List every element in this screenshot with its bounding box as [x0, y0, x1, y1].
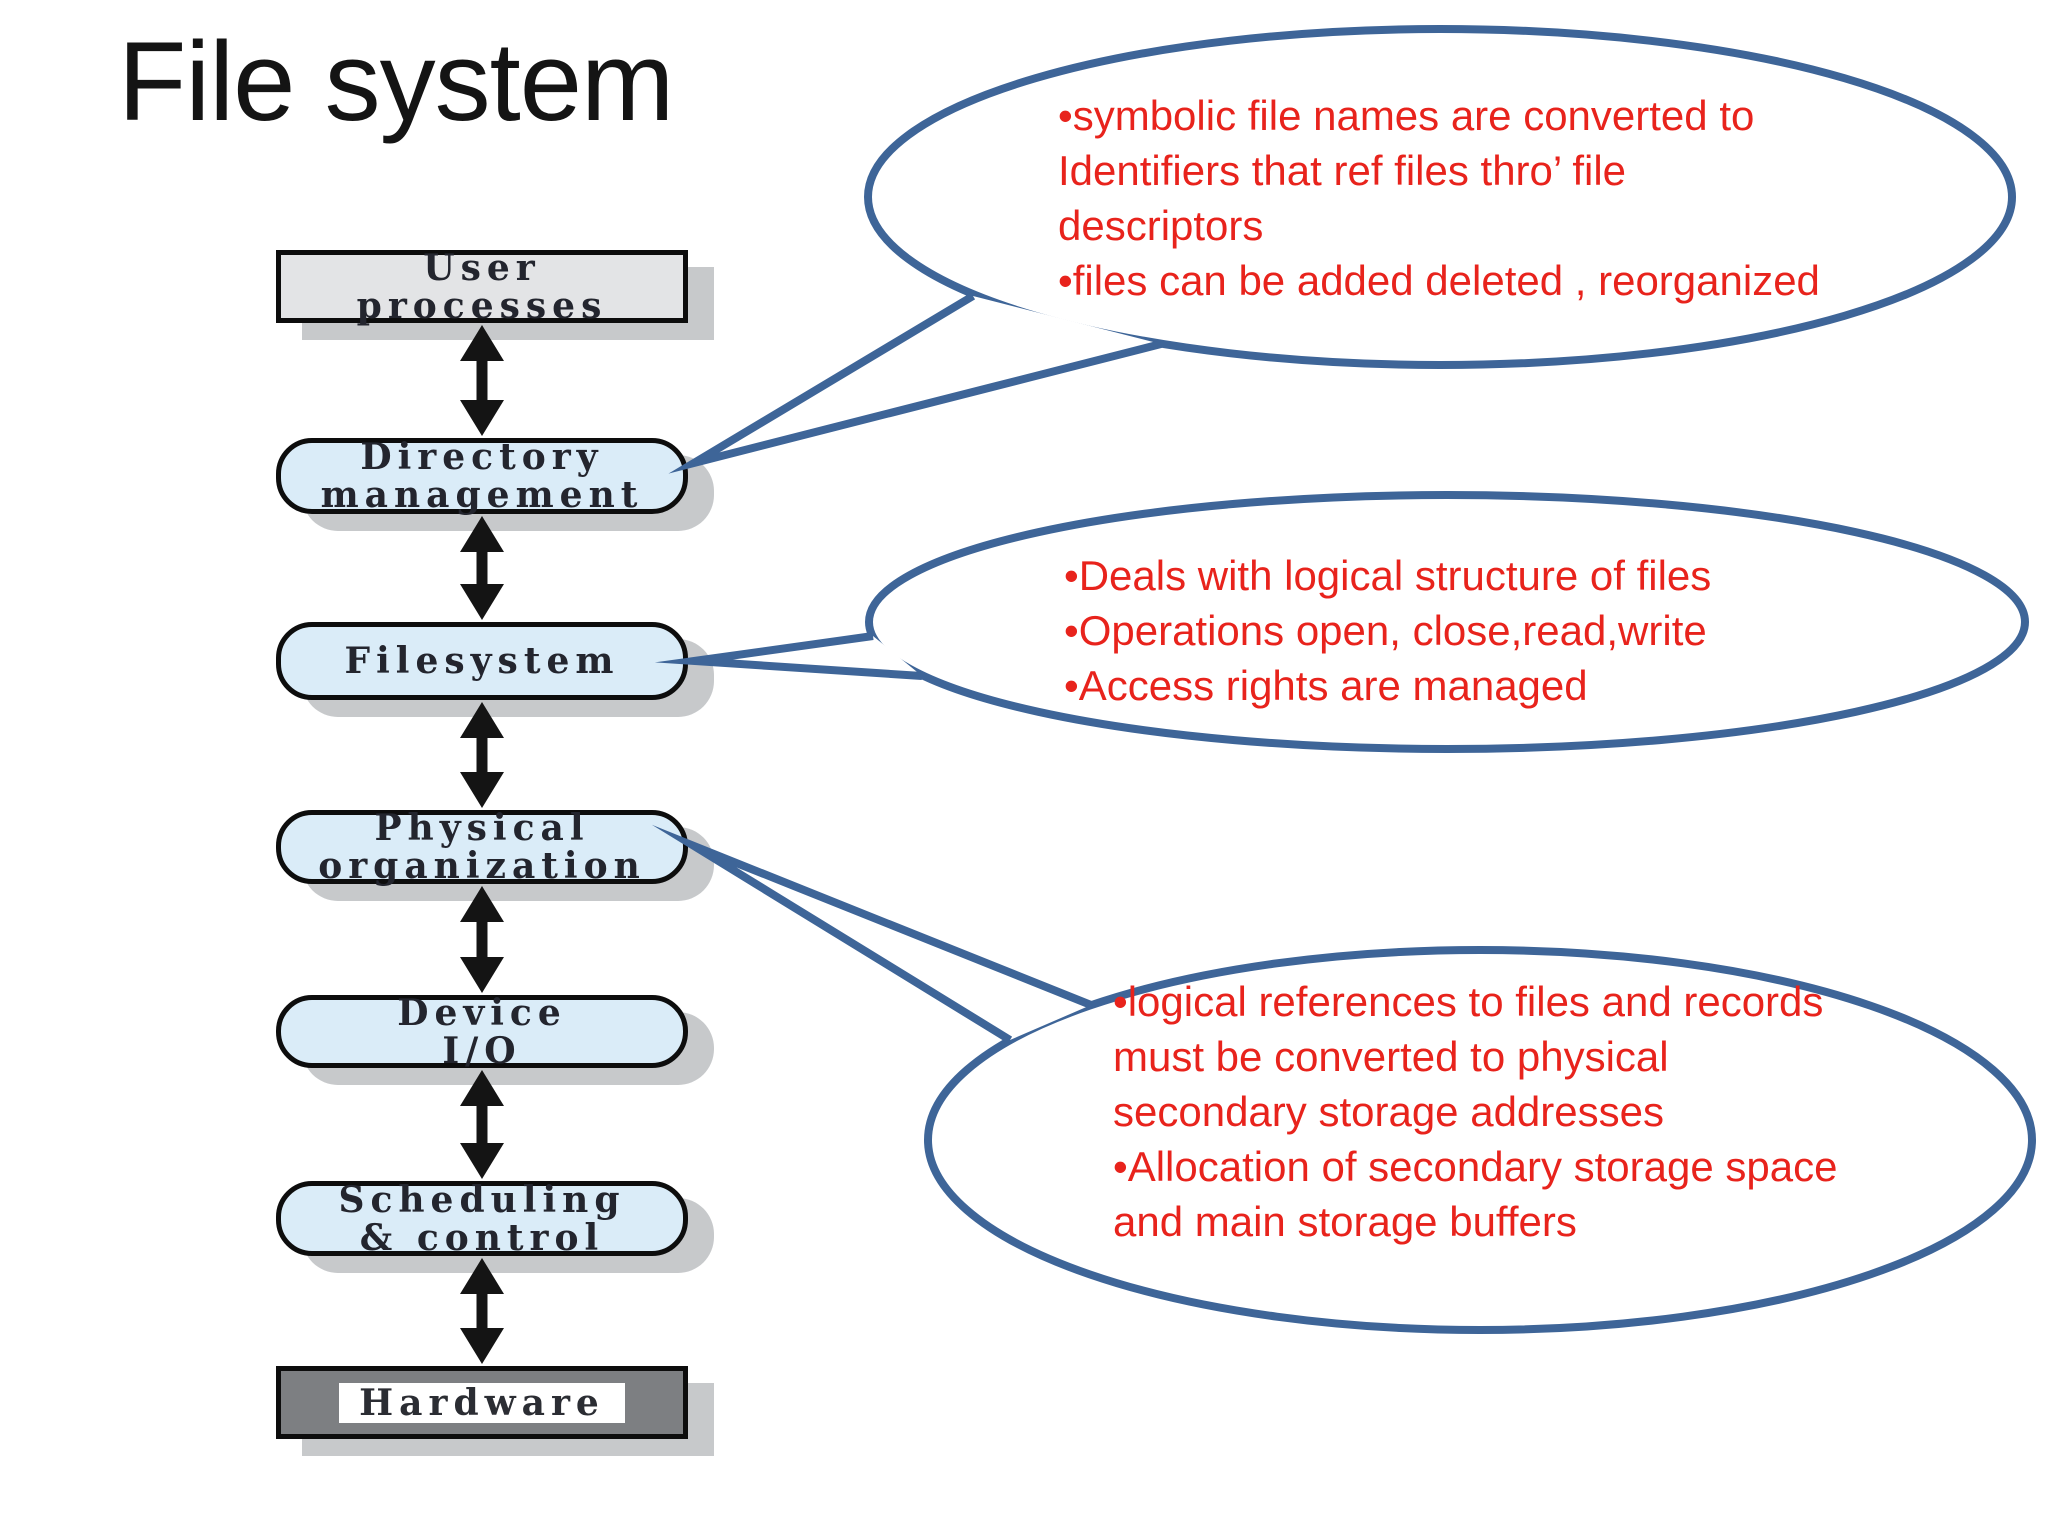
box-user-processes: User processes: [276, 246, 688, 327]
callout-line: •files can be added deleted , reorganize…: [1058, 257, 1820, 304]
callout-line: secondary storage addresses: [1113, 1088, 1664, 1135]
box-physical-organization: Physical organization: [276, 807, 688, 887]
callout-line: descriptors: [1058, 202, 1264, 249]
callout-line: •Access rights are managed: [1064, 662, 1588, 709]
box-hardware: Hardware: [276, 1366, 688, 1439]
arrow-physical-device: [460, 886, 504, 993]
callout-2-text: •Deals with logical structure of files •…: [1064, 548, 1711, 713]
box-label-line: & control: [359, 1216, 605, 1259]
callout-line: •symbolic file names are converted to: [1058, 92, 1755, 139]
box-label-line: processes: [356, 284, 608, 327]
callout-line: •Allocation of secondary storage space: [1113, 1143, 1838, 1190]
box-label-line: Physical: [374, 807, 590, 849]
page-title: File system: [118, 19, 674, 144]
arrow-directory-filesystem: [460, 516, 504, 620]
arrow-filesystem-physical: [460, 702, 504, 808]
box-label-line: organization: [318, 845, 646, 887]
box-directory-management: Directory management: [276, 438, 688, 514]
arrow-scheduling-hardware: [460, 1258, 504, 1364]
callout-line: •Deals with logical structure of files: [1064, 552, 1712, 599]
callout-line: must be converted to physical: [1113, 1033, 1669, 1080]
callout-line: •logical references to files and records: [1113, 978, 1824, 1025]
arrow-user-directory: [460, 325, 504, 436]
box-label-line: Device: [397, 991, 567, 1034]
callout-3-text: •logical references to files and records…: [1113, 974, 1837, 1249]
callout-line: and main storage buffers: [1113, 1198, 1577, 1245]
callout-line: Identifiers that ref files thro’ file: [1058, 147, 1627, 194]
box-label-line: Scheduling: [338, 1178, 626, 1221]
box-label-line: User: [423, 246, 541, 289]
box-scheduling-control: Scheduling & control: [276, 1178, 688, 1259]
box-label-line: I/O: [442, 1029, 522, 1072]
box-device-io: Device I/O: [276, 991, 688, 1072]
hardware-label-plate: Hardware: [339, 1382, 625, 1423]
box-label-line: management: [320, 474, 644, 516]
callout-1-text: •symbolic file names are converted to Id…: [1058, 88, 1820, 308]
callout-line: •Operations open, close,read,write: [1064, 607, 1707, 654]
box-filesystem: Filesystem: [276, 622, 688, 700]
box-label-line: Filesystem: [344, 640, 620, 682]
box-label-line: Directory: [360, 436, 604, 478]
arrow-device-scheduling: [460, 1070, 504, 1179]
